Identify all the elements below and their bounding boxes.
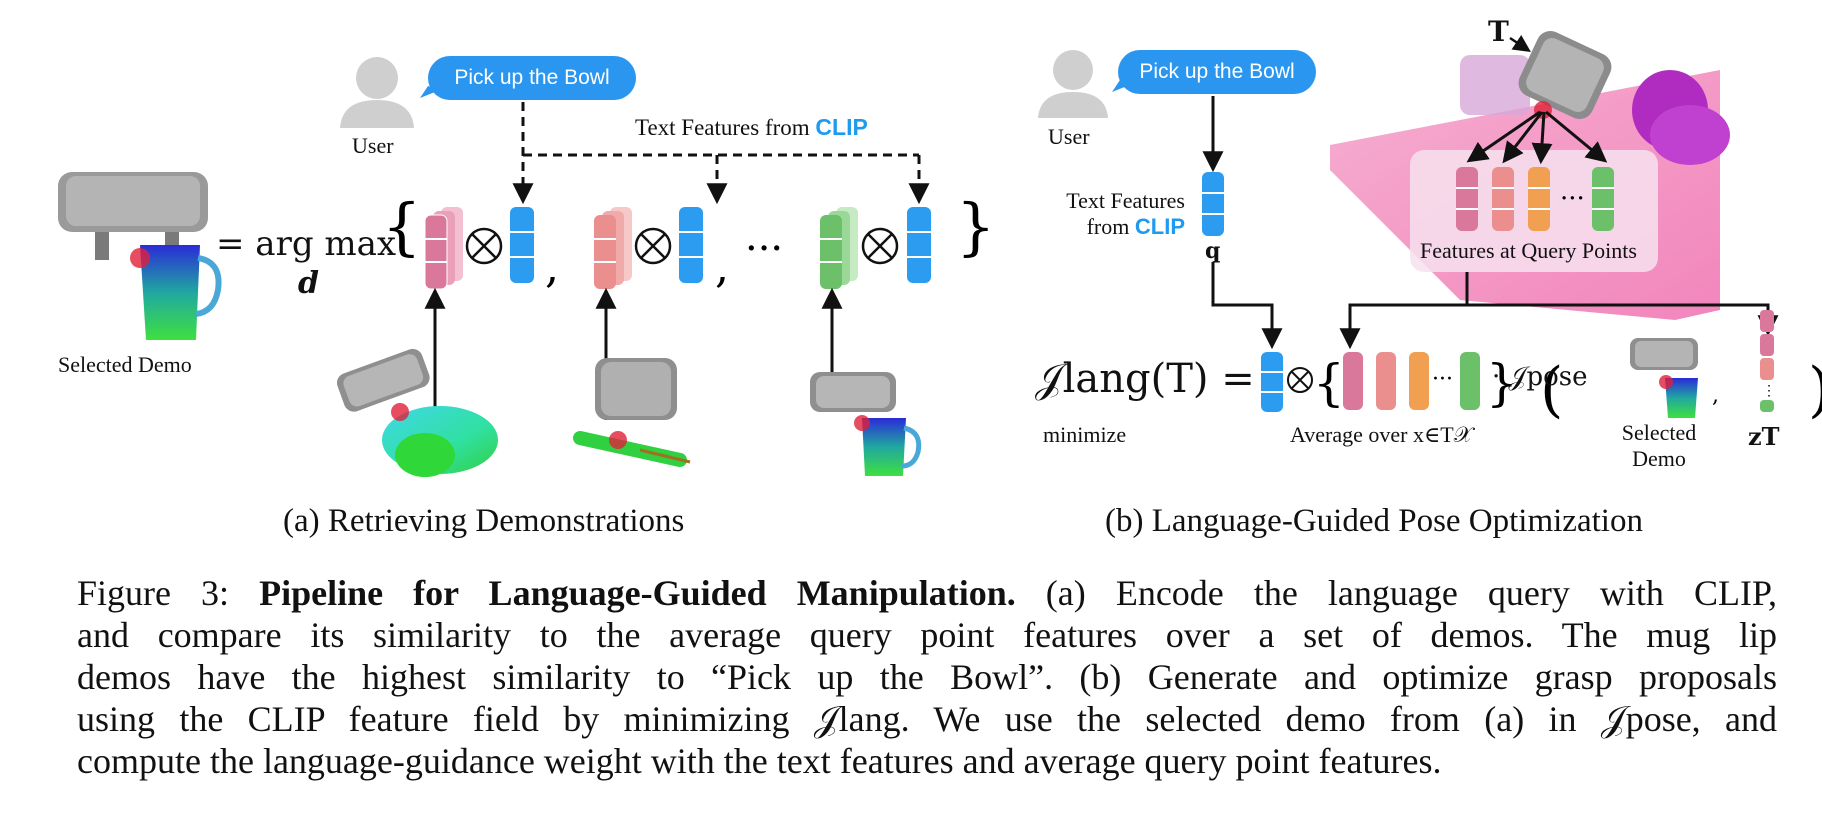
objective-lhs: 𝒥lang(T) =	[1035, 356, 1255, 402]
transform-arrow	[1509, 34, 1531, 52]
z-label: zT	[1748, 422, 1780, 451]
caption-line-5: compute the language-guidance weight wit…	[77, 741, 1442, 781]
svg-text:}: }	[1486, 354, 1518, 412]
pipeline-diagram: { } , , ···	[58, 30, 1822, 477]
text-features-prefix: Text Features from	[635, 115, 816, 140]
user-label-b: User	[1048, 124, 1090, 149]
text-feature-q	[1202, 172, 1224, 236]
average-label: Average over x∈T𝒳	[1290, 422, 1473, 447]
query-point-features: ···	[1456, 167, 1614, 231]
text-features-label-b: Text Features from CLIP	[1050, 188, 1185, 240]
clip-label-a: CLIP	[815, 114, 868, 140]
selected-demo-small-image: ,	[1630, 338, 1719, 418]
demo-image-bowl	[336, 348, 498, 477]
caption-line-3: demos have the highest similarity to “Pi…	[77, 657, 1777, 697]
speech-bubble-a: Pick up the Bowl	[428, 56, 636, 100]
user-label-a: User	[352, 133, 394, 158]
clip-text-feature-lines	[512, 102, 930, 205]
caption-line-2: and compare its similarity to the averag…	[77, 615, 1777, 655]
svg-text:{: {	[1313, 354, 1345, 412]
svg-text:···: ···	[745, 226, 783, 272]
caption-title: Pipeline for Language-Guided Manipulatio…	[259, 573, 1016, 613]
minimize-label: minimize	[1043, 422, 1127, 447]
q-label: q	[1205, 238, 1221, 264]
svg-text:,: ,	[715, 242, 729, 293]
svg-text:···: ···	[1560, 184, 1585, 214]
speech-bubble-b: Pick up the Bowl	[1118, 50, 1316, 94]
svg-text:}: }	[956, 190, 995, 263]
user-avatar-icon-b	[1038, 50, 1108, 118]
demo-image-mug	[810, 372, 922, 476]
clip-label-b: CLIP	[1134, 214, 1185, 239]
demo-feature-group-1	[424, 207, 534, 290]
selected-demo-image	[58, 172, 222, 340]
argmax-variable: d	[298, 266, 319, 301]
panel-a-caption: (a) Retrieving Demonstrations	[283, 503, 685, 539]
selected-demo-label-a: Selected Demo	[58, 352, 192, 377]
caption-line-4: using the CLIP feature field by minimizi…	[77, 699, 1777, 739]
text-features-from: from	[1086, 214, 1135, 239]
caption-line-1: Figure 3: Pipeline for Language-Guided M…	[77, 572, 1777, 614]
svg-text:⋮: ⋮	[1762, 383, 1776, 399]
selected-demo-line2: Demo	[1632, 446, 1686, 471]
z-t-vector: ⋮	[1760, 310, 1776, 412]
transform-label: T	[1488, 15, 1509, 48]
user-avatar-icon	[340, 57, 414, 128]
figure-number: Figure 3:	[77, 573, 230, 613]
demo-image-screwdriver	[573, 358, 691, 467]
panel-b-caption: (b) Language-Guided Pose Optimization	[1105, 503, 1643, 539]
pose-term: · 𝒥pose	[1492, 362, 1588, 392]
selected-demo-label-b: Selected Demo	[1614, 420, 1704, 472]
svg-text:(: (	[1540, 355, 1563, 425]
svg-text:): )	[1808, 355, 1822, 425]
figure-area: { } , , ···	[58, 15, 1822, 539]
argmax-label: = arg max	[216, 224, 397, 264]
query-points-label: Features at Query Points	[1420, 238, 1637, 263]
svg-text:{: {	[382, 190, 421, 263]
query-point-arrows	[1466, 110, 1608, 165]
objective-expression: { ··· } ( )	[1261, 352, 1822, 425]
caption-line1-rest: (a) Encode the language query with CLIP,	[1015, 573, 1777, 613]
text-features-line1: Text Features	[1066, 188, 1185, 213]
svg-text:···: ···	[1432, 367, 1453, 392]
text-features-line2: from CLIP	[1050, 214, 1185, 240]
svg-text:,: ,	[1712, 383, 1719, 408]
demo-feature-group-2	[594, 207, 703, 289]
figure-caption: Figure 3: Pipeline for Language-Guided M…	[77, 572, 1777, 782]
demo-feature-group-3	[820, 207, 931, 289]
argmax-expression: { } , , ···	[382, 190, 995, 293]
selected-demo-line1: Selected	[1621, 420, 1697, 445]
text-features-label-a: Text Features from CLIP	[635, 114, 868, 141]
svg-text:,: ,	[545, 242, 559, 293]
